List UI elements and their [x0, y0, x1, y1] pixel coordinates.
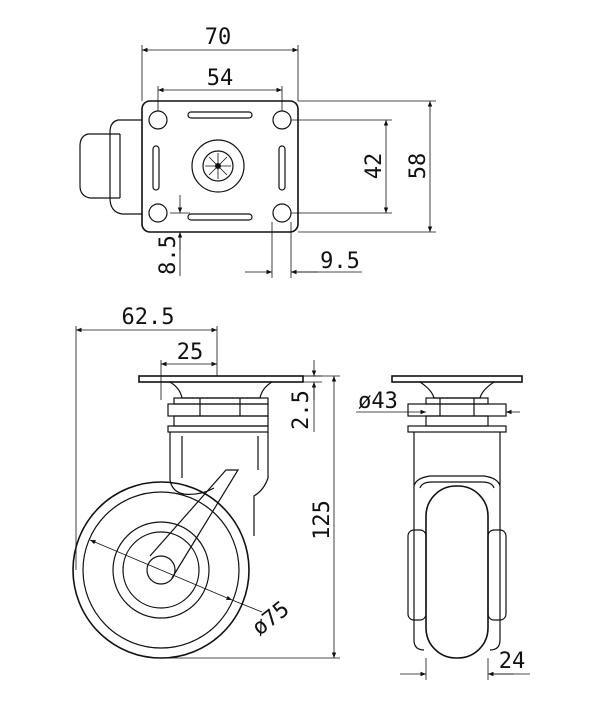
- dim-plate-thickness: 2.5: [289, 390, 314, 430]
- side-top-plate: [138, 375, 304, 383]
- dim-plate-height: 58: [406, 153, 431, 180]
- front-wheel: [425, 485, 489, 659]
- dim-slot-offset-y: 8.5: [156, 235, 181, 275]
- dim-hole-spacing-x: 54: [207, 66, 234, 91]
- front-top-plate: [391, 375, 523, 383]
- dim-wheel-diameter: ø75: [248, 597, 295, 641]
- dim-hub-diameter: ø43: [358, 389, 398, 414]
- dim-hole-spacing-y: 42: [362, 153, 387, 180]
- front-view: ø43 24: [356, 375, 530, 680]
- side-view: 62.5 25 2.5 125 ø75: [72, 305, 340, 659]
- dim-plate-to-axle: 25: [177, 340, 204, 365]
- dim-plate-width: 70: [205, 25, 232, 50]
- mounting-plate: [141, 100, 299, 233]
- top-view: 70 54 42 58 8.5 9.5: [79, 25, 436, 278]
- center-rivet: [191, 139, 245, 193]
- dim-offset: 62.5: [122, 305, 175, 330]
- dim-overall-height: 125: [310, 500, 335, 540]
- dim-wheel-width: 24: [499, 649, 526, 674]
- dim-slot-offset-x: 9.5: [320, 249, 360, 274]
